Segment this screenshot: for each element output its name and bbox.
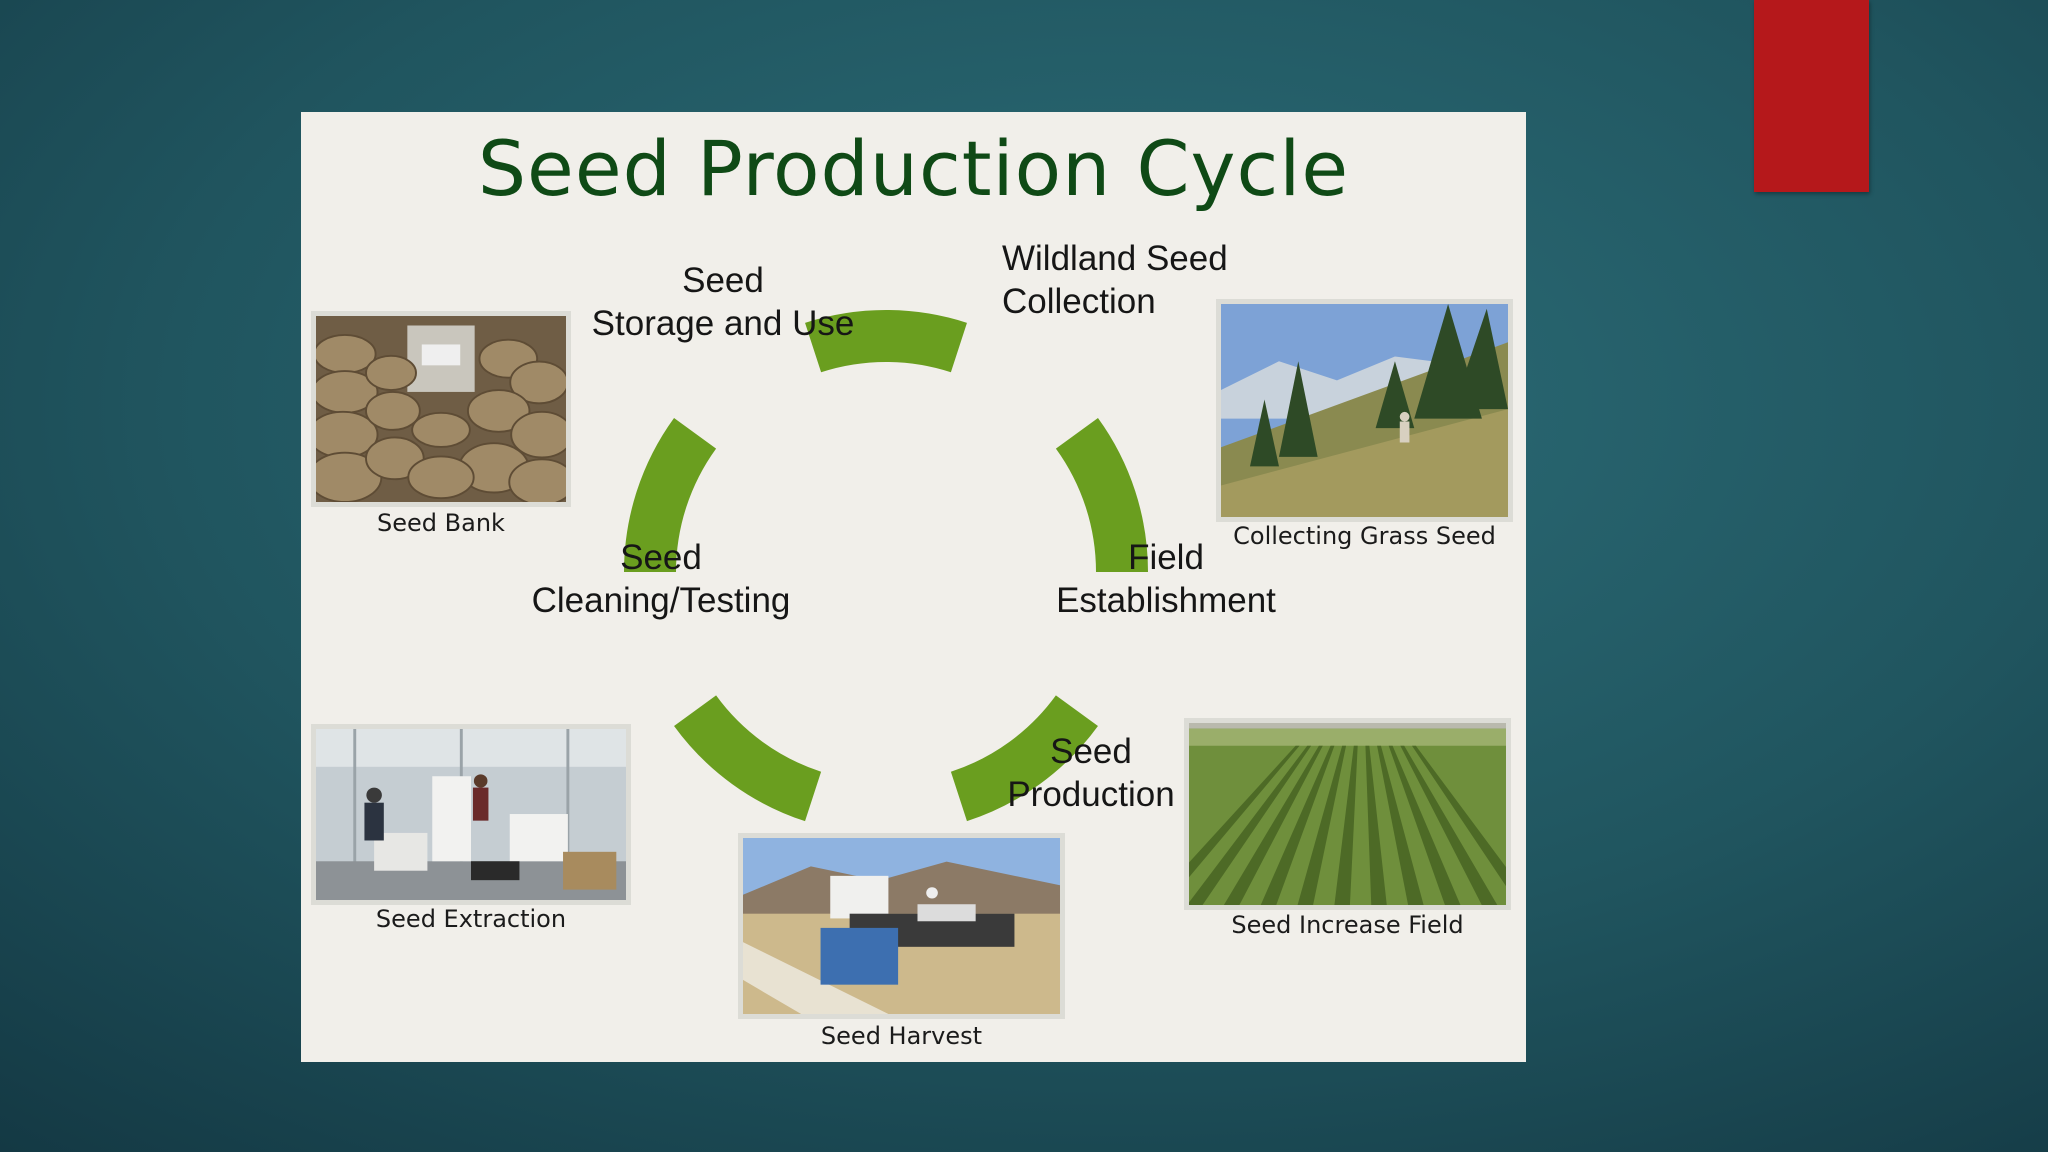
stage-label-line: Wildland Seed	[1002, 237, 1228, 280]
seed-extraction-photo	[311, 724, 631, 905]
seed-bank-photo	[311, 311, 571, 507]
stage-label-line: Seed	[491, 536, 831, 579]
seed-increase-field-photo	[1184, 718, 1511, 910]
stage-wildland-seed-collection: Wildland Seed Collection	[1002, 237, 1228, 323]
stage-seed-storage-and-use: Seed Storage and Use	[573, 259, 873, 345]
lower-left-arc-segment	[674, 695, 821, 821]
red-accent-bar	[1754, 0, 1869, 192]
stage-label-line: Collection	[1002, 280, 1228, 323]
seed-bank-caption: Seed Bank	[311, 509, 571, 537]
seed-extraction-caption: Seed Extraction	[311, 905, 631, 933]
stage-label-line: Seed	[573, 259, 873, 302]
stage-label-line: Storage and Use	[573, 302, 873, 345]
stage-label-line: Production	[1006, 773, 1176, 816]
stage-seed-cleaning-testing: Seed Cleaning/Testing	[491, 536, 831, 622]
diagram-panel: Seed Production Cycle Wildland Seed Coll…	[301, 112, 1526, 1062]
seed-increase-field-caption: Seed Increase Field	[1184, 911, 1511, 939]
seed-harvest-photo	[738, 833, 1065, 1019]
stage-seed-production: Seed Production	[1006, 730, 1176, 816]
collecting-grass-seed-caption: Collecting Grass Seed	[1206, 522, 1523, 550]
seed-harvest-caption: Seed Harvest	[738, 1022, 1065, 1050]
stage-label-line: Cleaning/Testing	[491, 579, 831, 622]
stage-label-line: Establishment	[1001, 579, 1331, 622]
collecting-grass-seed-photo	[1216, 299, 1513, 522]
stage-label-line: Seed	[1006, 730, 1176, 773]
